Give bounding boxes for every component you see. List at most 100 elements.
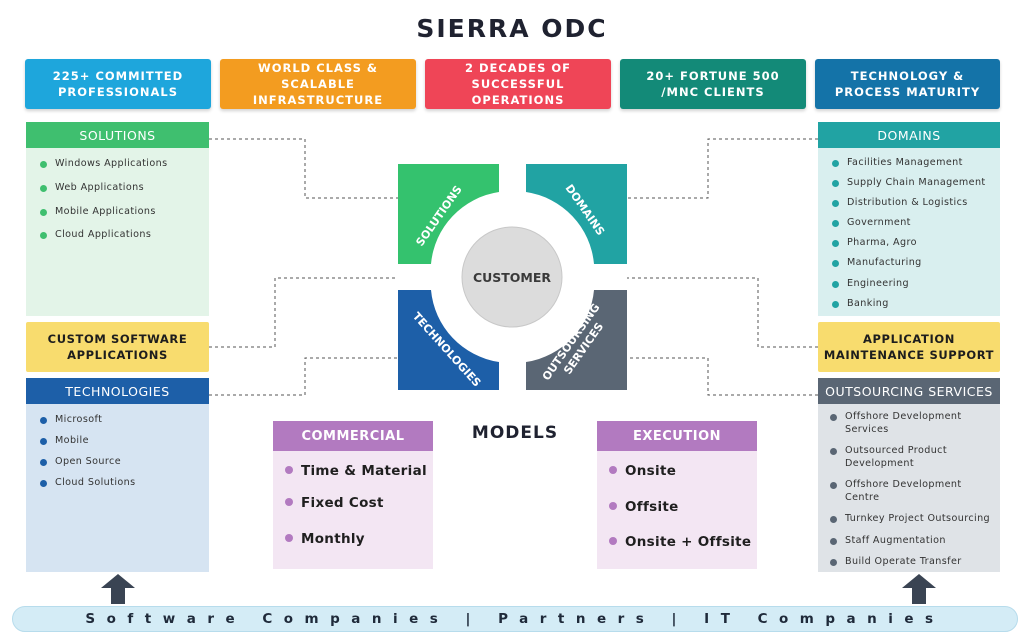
list-item: Government — [832, 217, 1000, 230]
custom-software-box: CUSTOM SOFTWARE APPLICATIONS — [26, 322, 209, 372]
bullet-dot — [830, 516, 837, 523]
bullet-dot — [40, 480, 47, 487]
list-item-label: Cloud Solutions — [55, 477, 136, 488]
list-item: Build Operate Transfer — [830, 556, 1000, 569]
list-item-label: Windows Applications — [55, 158, 168, 169]
list-item-label: Turnkey Project Outsourcing — [845, 513, 991, 524]
list-item-label: Cloud Applications — [55, 229, 152, 241]
list-item-label: Outsourced Product Development — [845, 445, 948, 469]
list-item-label: Offshore Development Centre — [845, 479, 962, 503]
models-label: MODELS — [471, 423, 559, 443]
commercial-item: Time & Material — [285, 463, 427, 479]
bullet-dot — [830, 482, 837, 489]
list-item: Offshore Development Centre — [830, 479, 1000, 504]
commercial-item-label: Fixed Cost — [301, 495, 384, 511]
list-item: Microsoft — [40, 414, 209, 427]
list-item: Engineering — [832, 278, 1000, 291]
bullet-dot — [40, 459, 47, 466]
outsourcing-panel: OUTSOURCING SERVICES Offshore Developmen… — [818, 378, 1000, 572]
quadrant-domains — [526, 164, 627, 264]
execution-item-label: Onsite + Offsite — [625, 534, 752, 550]
badge-process-maturity: TECHNOLOGY & PROCESS MATURITY — [815, 59, 1000, 109]
list-item: Staff Augmentation — [830, 535, 1000, 548]
execution-item-label: Offsite — [625, 499, 679, 515]
quadrant-solutions — [398, 164, 499, 264]
list-item-label: Build Operate Transfer — [845, 556, 962, 567]
bullet-dot — [832, 260, 839, 268]
list-item-label: Supply Chain Management — [847, 177, 986, 189]
bullet-dot — [40, 417, 47, 424]
execution-item: Offsite — [609, 499, 679, 515]
solutions-heading: SOLUTIONS — [26, 122, 209, 148]
list-item: Manufacturing — [832, 257, 1000, 270]
list-item: Open Source — [40, 456, 209, 469]
bullet-dot — [832, 180, 839, 188]
bottom-bar: Software Companies | Partners | IT Compa… — [12, 606, 1018, 632]
bullet-dot — [609, 466, 617, 474]
bullet-dot — [830, 448, 837, 455]
bullet-dot — [830, 537, 837, 545]
bullet-dot — [832, 200, 839, 208]
arrow-up-icon — [101, 574, 135, 604]
bullet-dot — [40, 184, 47, 192]
list-item: Outsourced Product Development — [830, 445, 1000, 470]
app-maintenance-box: APPLICATION MAINTENANCE SUPPORT — [818, 322, 1000, 372]
execution-heading: EXECUTION — [597, 421, 757, 451]
execution-panel: EXECUTION Onsite Offsite Onsite + Offsit… — [597, 421, 757, 569]
list-item: Cloud Applications — [40, 229, 209, 242]
execution-item: Onsite + Offsite — [609, 534, 751, 550]
list-item: Pharma, Agro — [832, 237, 1000, 250]
bullet-dot — [609, 537, 617, 545]
outsourcing-heading: OUTSOURCING SERVICES — [818, 378, 1000, 404]
bullet-dot — [832, 280, 839, 288]
badge-infrastructure: WORLD CLASS & SCALABLE INFRASTRUCTURE — [220, 59, 416, 109]
badge-committed-professionals: 225+ COMMITTED PROFESSIONALS — [25, 59, 211, 109]
bullet-dot — [40, 438, 47, 445]
list-item: Facilities Management — [832, 157, 1000, 170]
bullet-dot — [832, 300, 839, 308]
commercial-item-label: Time & Material — [301, 463, 427, 479]
execution-item: Onsite — [609, 463, 676, 479]
list-item-label: Government — [847, 217, 911, 229]
list-item: Mobile — [40, 435, 209, 448]
arrow-up-icon — [902, 574, 936, 604]
list-item: Turnkey Project Outsourcing — [830, 513, 1000, 526]
bullet-dot — [830, 559, 837, 566]
list-item: Offshore Development Services — [830, 411, 1000, 436]
execution-body: Onsite Offsite Onsite + Offsite — [597, 451, 757, 569]
list-item: Mobile Applications — [40, 206, 209, 219]
bullet-dot — [40, 232, 47, 240]
bullet-dot — [609, 502, 617, 510]
commercial-panel: COMMERCIAL Time & Material Fixed Cost Mo… — [273, 421, 433, 569]
bullet-dot — [285, 534, 293, 542]
bullet-dot — [830, 414, 837, 421]
commercial-item: Fixed Cost — [285, 495, 384, 511]
customer-label: CUSTOMER — [473, 270, 551, 285]
bullet-dot — [40, 161, 47, 168]
list-item-label: Engineering — [847, 277, 909, 289]
domains-heading: DOMAINS — [818, 122, 1000, 148]
list-item: Supply Chain Management — [832, 177, 1000, 190]
list-item-label: Offshore Development Services — [845, 411, 962, 435]
execution-item-label: Onsite — [625, 463, 677, 479]
quadrant-outsourcing — [526, 290, 627, 390]
commercial-body: Time & Material Fixed Cost Monthly — [273, 451, 433, 569]
bullet-dot — [832, 240, 839, 248]
badge-decades: 2 DECADES OF SUCCESSFUL OPERATIONS — [425, 59, 611, 109]
list-item-label: Facilities Management — [847, 157, 963, 168]
list-item-label: Manufacturing — [847, 257, 922, 269]
list-item-label: Mobile Applications — [55, 205, 156, 217]
commercial-item-label: Monthly — [301, 531, 365, 547]
list-item-label: Microsoft — [55, 414, 103, 425]
list-item-label: Pharma, Agro — [847, 237, 917, 249]
technologies-heading: TECHNOLOGIES — [26, 378, 209, 404]
list-item-label: Distribution & Logistics — [847, 197, 968, 209]
bullet-dot — [832, 220, 839, 228]
connector-lines — [209, 138, 818, 396]
bullet-dot — [285, 466, 293, 474]
